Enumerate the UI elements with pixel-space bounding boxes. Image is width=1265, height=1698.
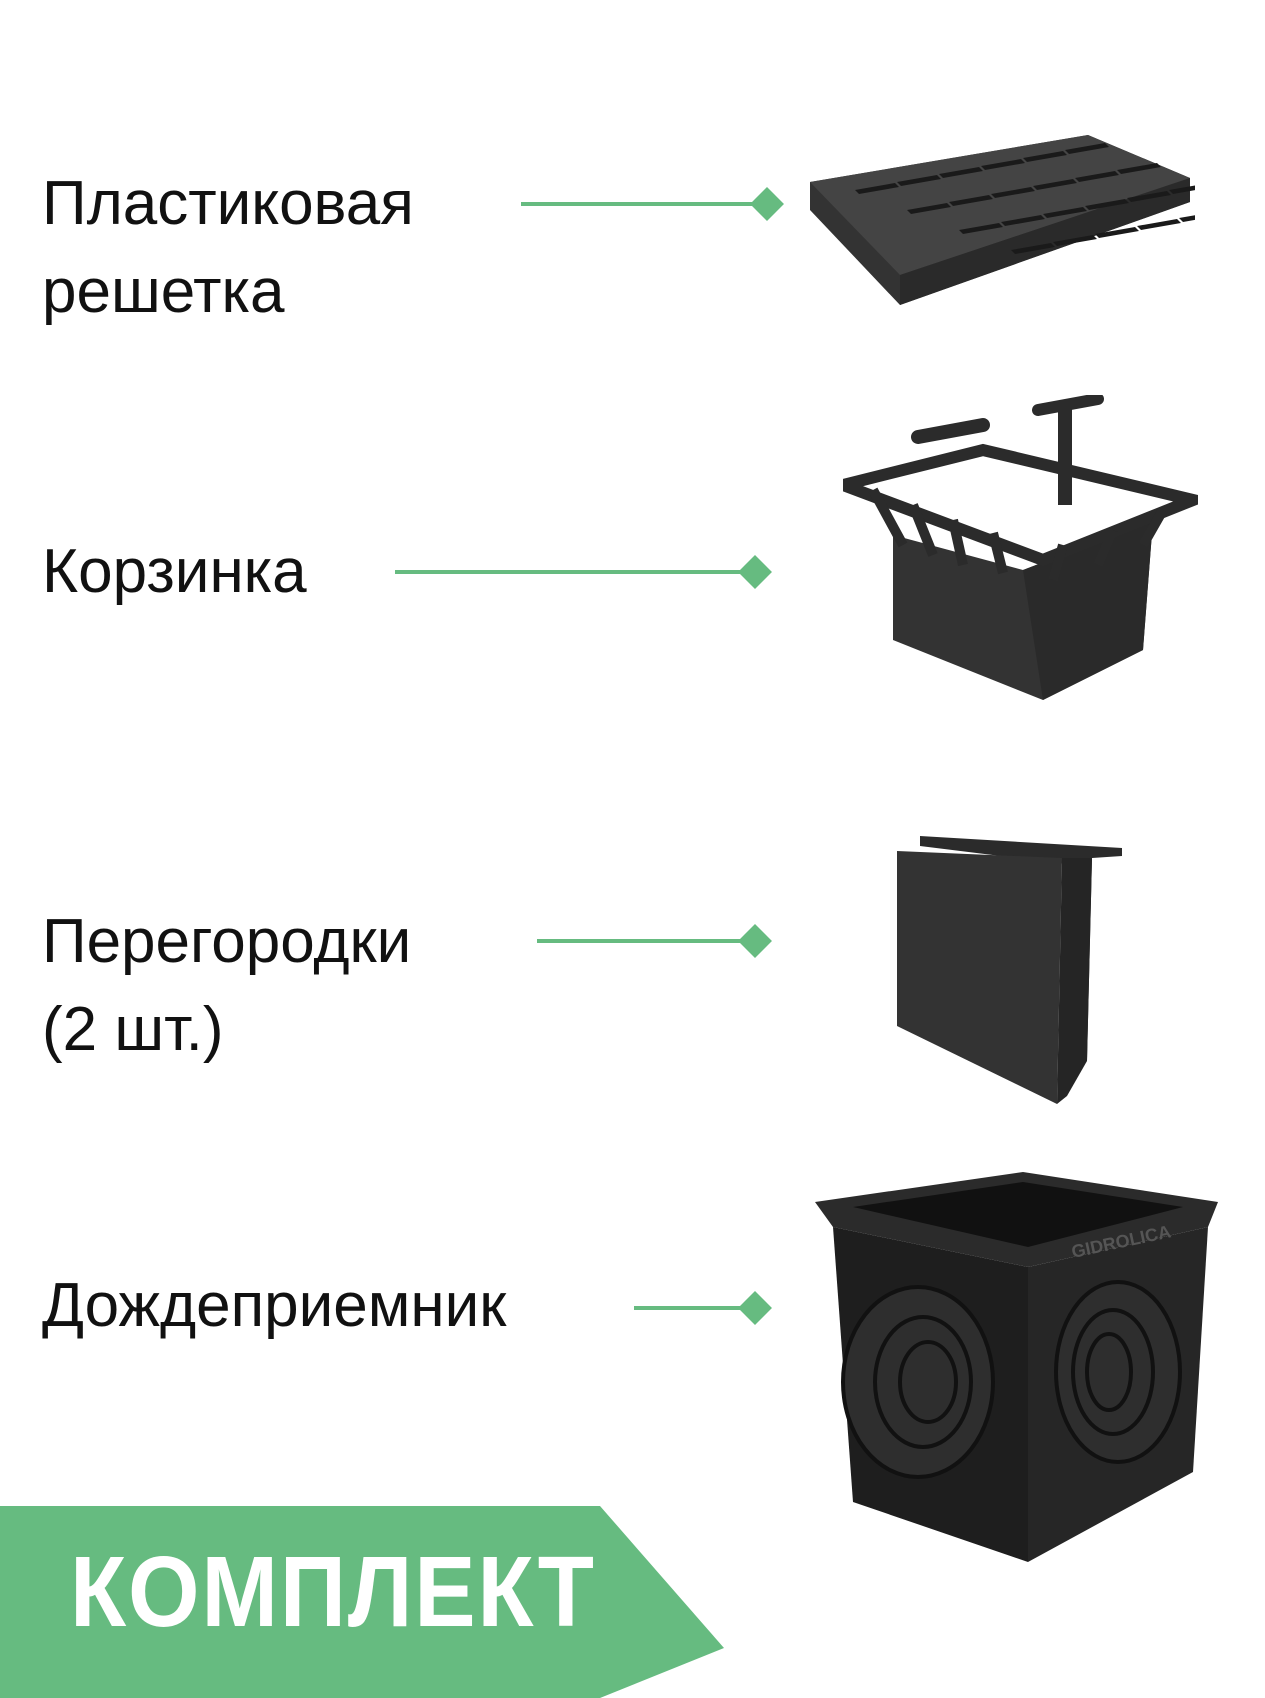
label-line: решетка — [42, 257, 285, 326]
grate-slot — [1023, 151, 1067, 162]
item-label-partitions: Перегородки (2 шт.) — [42, 898, 411, 1074]
banner-arrow — [0, 1506, 724, 1698]
grate-slot — [1169, 185, 1195, 194]
grate-slot — [1043, 207, 1087, 218]
label-line: Пластиковая — [42, 169, 414, 238]
grate-slot — [1065, 143, 1109, 154]
connector-line — [395, 570, 755, 574]
grate-slot — [949, 195, 993, 206]
label-line: Корзинка — [42, 537, 307, 606]
grate-slot — [1033, 179, 1077, 190]
grate-slot — [939, 167, 983, 178]
grate-slot — [991, 187, 1035, 198]
item-label-basket: Корзинка — [42, 528, 307, 616]
connector-diamond — [738, 555, 772, 589]
grate-slot — [907, 203, 951, 214]
banner-label: КОМПЛЕКТ — [70, 1536, 596, 1648]
grate-slot — [1095, 227, 1139, 238]
grate-slot — [897, 175, 941, 186]
grate-slot — [981, 159, 1025, 170]
label-line: Дождеприемник — [42, 1271, 507, 1340]
grate-slot — [1117, 163, 1161, 174]
grate-slot — [1075, 171, 1119, 182]
connector-line — [521, 202, 761, 206]
plastic-grate-image — [810, 135, 1195, 305]
grate-slot — [1137, 219, 1181, 230]
basket-image — [843, 395, 1198, 700]
connector-diamond — [750, 187, 784, 221]
label-line: (2 шт.) — [42, 995, 224, 1064]
grate-slot — [1127, 191, 1171, 202]
label-line: Перегородки — [42, 907, 412, 976]
connector-diamond — [738, 924, 772, 958]
grate-slot — [1053, 235, 1097, 246]
grate-slot — [1001, 215, 1045, 226]
connector-diamond — [738, 1291, 772, 1325]
grate-slot — [1011, 243, 1055, 254]
grate-slot — [1085, 199, 1129, 210]
item-label-rain-inlet: Дождеприемник — [42, 1262, 506, 1350]
grate-slot — [855, 183, 899, 194]
grate-slot — [1179, 215, 1195, 222]
partitions-image — [897, 836, 1122, 1104]
connector-line — [634, 1306, 756, 1310]
connector-line — [537, 939, 757, 943]
item-label-grate: Пластиковая решетка — [42, 160, 414, 336]
rain-inlet-image: GIDROLICA — [815, 1172, 1218, 1562]
grate-slot — [959, 223, 1003, 234]
